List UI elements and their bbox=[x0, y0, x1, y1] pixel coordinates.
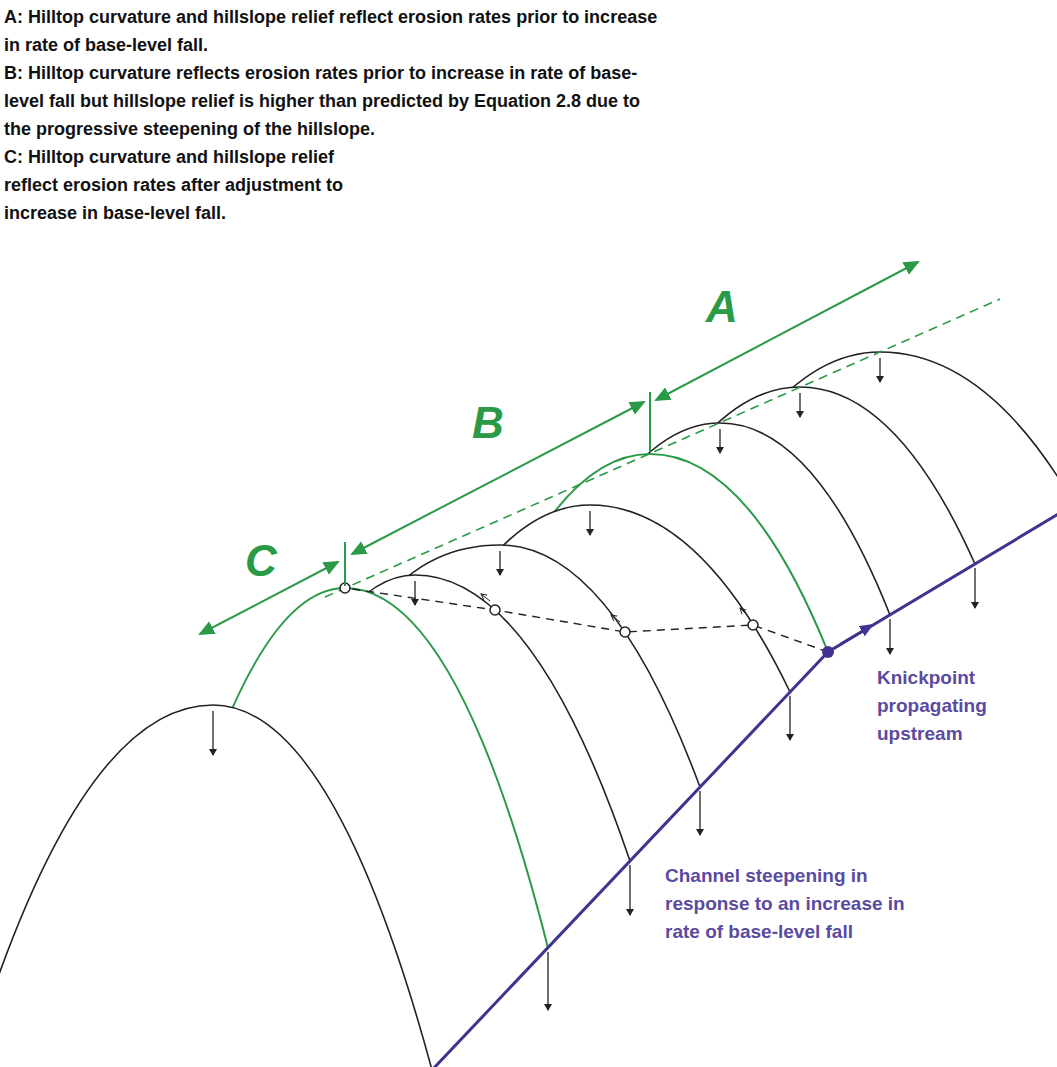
zone-description: B: Hilltop curvature reflects erosion ra… bbox=[4, 59, 664, 143]
knickpoint-dot bbox=[822, 646, 834, 658]
zone-bracket bbox=[200, 262, 918, 634]
slope-break-line bbox=[345, 588, 828, 652]
knickpoint-arrow bbox=[840, 625, 872, 644]
knickpoint-label: Knickpoint propagating upstream bbox=[877, 664, 1052, 748]
zone-description: A: Hilltop curvature and hillslope relie… bbox=[4, 3, 664, 59]
zone-description: C: Hilltop curvature and hillslope relie… bbox=[4, 143, 375, 227]
slope-break-point bbox=[340, 583, 758, 637]
slope-break-arrow bbox=[481, 594, 748, 622]
channel-profile bbox=[432, 513, 1057, 1067]
ridge-line bbox=[325, 299, 1000, 597]
hillslope-arch bbox=[0, 705, 432, 1067]
channel-label: Channel steepening in response to an inc… bbox=[665, 862, 906, 946]
zone-letter: A bbox=[706, 282, 766, 332]
zone-letter: B bbox=[472, 398, 532, 448]
zone-letter: C bbox=[245, 536, 305, 586]
